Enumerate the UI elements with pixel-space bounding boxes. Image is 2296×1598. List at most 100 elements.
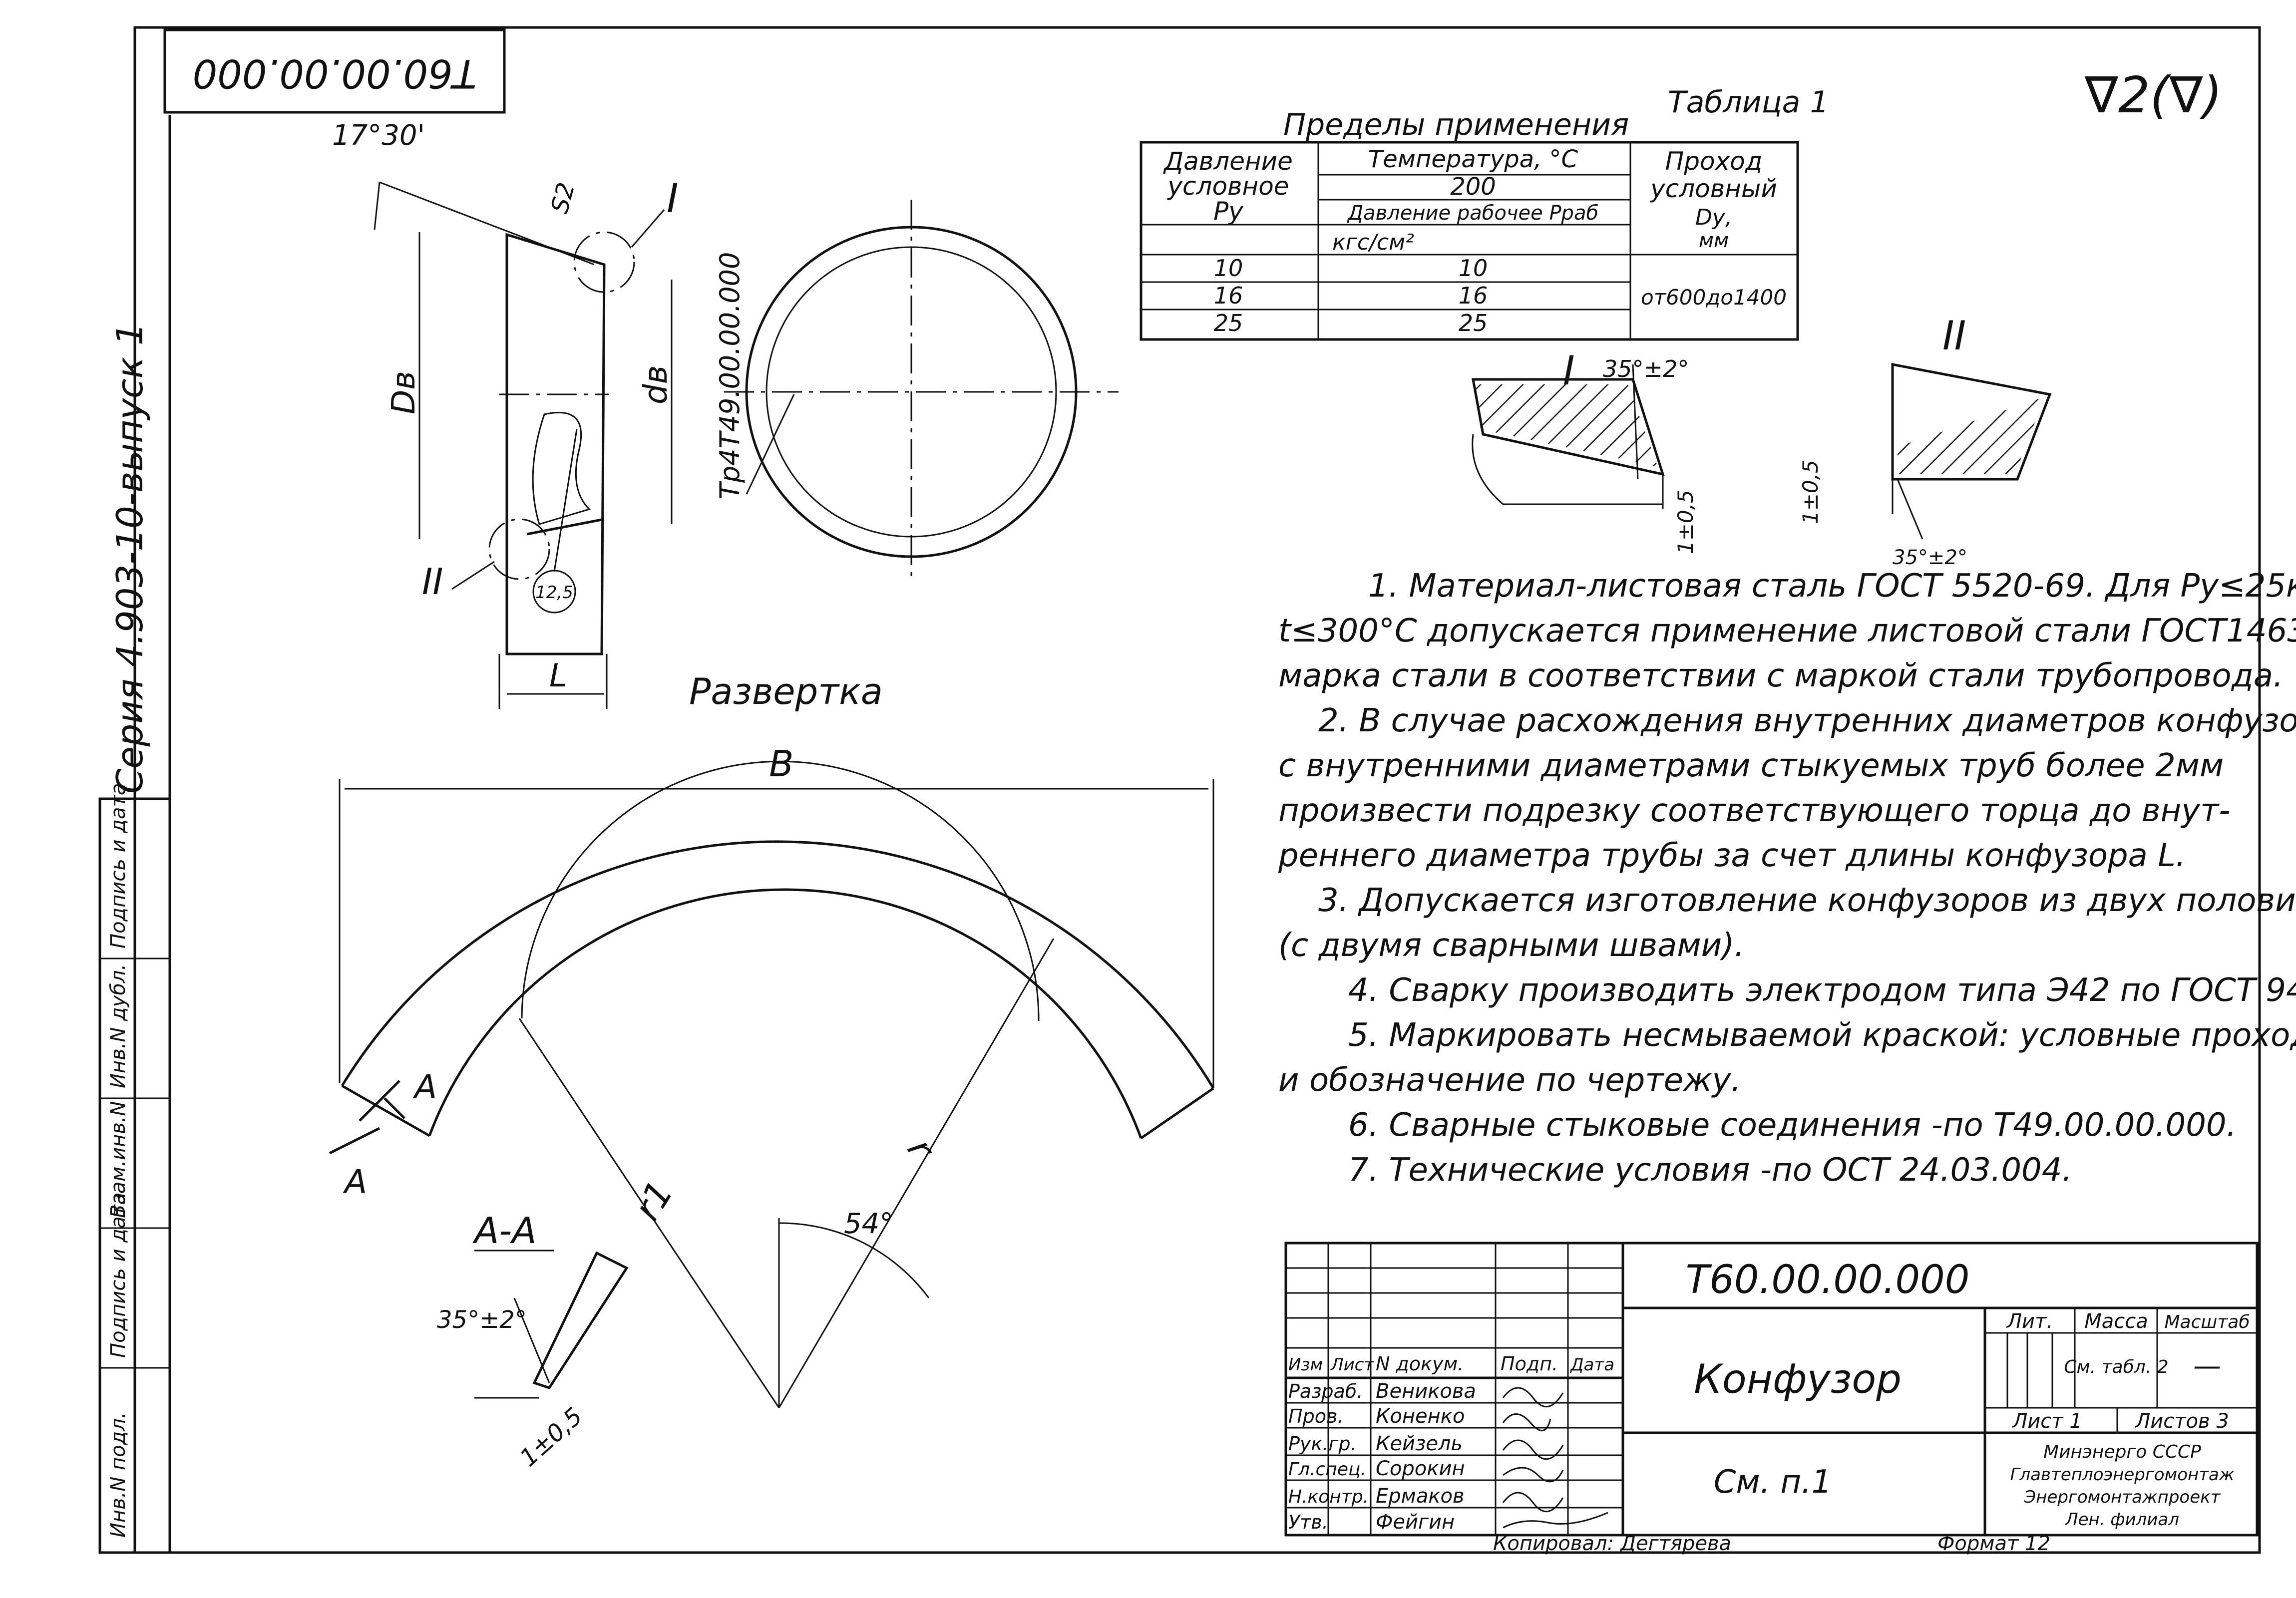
angle-54: 54° — [844, 1208, 893, 1240]
person-sorokin: Сорокин — [1376, 1457, 1465, 1480]
tb-lit: Лит. — [2006, 1310, 2053, 1333]
callout-II: II — [422, 561, 443, 603]
col-podp: Подп. — [1501, 1353, 1558, 1375]
col1-line1: Давление — [1163, 147, 1293, 176]
section-angle: 35°±2° — [437, 1306, 527, 1334]
strip-podpis-1: Подпись и дата — [107, 1193, 130, 1358]
tb-name: Конфузор — [1694, 1356, 1902, 1402]
col2-top: Температура, °С — [1368, 145, 1578, 173]
note-line-9: (с двумя сварными швами). — [1278, 927, 1745, 964]
end-view: Тр4Т49.00.00.000 — [714, 200, 1119, 579]
note-line-14: 7. Технические условия -по ОСТ 24.03.004… — [1348, 1152, 2072, 1189]
tb-sheets: Листов 3 — [2134, 1410, 2229, 1433]
person-konenko: Коненко — [1376, 1405, 1465, 1428]
role-glspec: Гл.спец. — [1288, 1459, 1366, 1480]
row3-prab: 25 — [1459, 310, 1488, 336]
dim-dv: dв — [638, 365, 675, 404]
series-label: Серия 4.903-10-выпуск 1 — [109, 322, 151, 794]
tb-format: Формат 12 — [1937, 1532, 2050, 1555]
role-nkontr: Н.контр. — [1288, 1487, 1369, 1507]
detail-I-dim: 1±0,5 — [1673, 490, 1698, 554]
col-list: Лист — [1330, 1355, 1374, 1375]
title-block: Т60.00.00.000 Конфузор См. п.1 Лит. Масс… — [1284, 1242, 2259, 1555]
role-razrab: Разраб. — [1288, 1380, 1363, 1402]
col2-units: кгс/см² — [1332, 230, 1414, 255]
note-line-4: 2. В случае расхождения внутренних диаме… — [1318, 702, 2296, 739]
col2-sub: Давление рабочее Рраб — [1347, 202, 1598, 225]
tb-scale: Масштаб — [2164, 1312, 2250, 1332]
role-utv: Утв. — [1288, 1511, 1328, 1533]
dim-r: r — [899, 1132, 944, 1167]
row1-pu: 10 — [1214, 255, 1243, 282]
col-data: Дата — [1569, 1355, 1614, 1375]
sheet-frame — [133, 26, 2261, 1554]
tb-org-3: Энергомонтажпроект — [2024, 1487, 2221, 1507]
detail-I-label: I — [1563, 347, 1575, 394]
section-title: А-А — [472, 1210, 537, 1252]
razvertka-title: Развертка — [689, 670, 883, 712]
note-line-11: 5. Маркировать несмываемой краской: усло… — [1348, 1017, 2296, 1054]
role-rukgr: Рук.гр. — [1288, 1433, 1357, 1455]
row2-prab: 16 — [1459, 282, 1488, 309]
application-limits-table: Таблица 1 Пределы применения Давление ус… — [1140, 85, 1829, 341]
detail-II-label: II — [1942, 313, 1966, 359]
note-line-7: реннего диаметра трубы за счет длины кон… — [1278, 837, 2186, 874]
row3-pu: 25 — [1214, 310, 1243, 336]
detail-I: I 35°±2° 1±0,5 — [1472, 347, 1698, 554]
notes-block: 1. Материал-листовая сталь ГОСТ 5520-69.… — [1278, 568, 2296, 1189]
dim-L: L — [549, 657, 567, 694]
person-ermakov: Ермаков — [1376, 1485, 1465, 1508]
table-caption: Таблица 1 — [1668, 85, 1829, 120]
signature-6 — [1503, 1512, 1608, 1529]
tb-org-1: Минэнерго СССР — [2043, 1442, 2201, 1462]
tb-org-2: Главтеплоэнергомонтаж — [2010, 1465, 2234, 1485]
person-feygin: Фейгин — [1376, 1511, 1455, 1534]
signature-4 — [1503, 1467, 1564, 1483]
col3-line1: Проход — [1665, 147, 1763, 176]
tb-org-4: Лен. филиал — [2064, 1510, 2179, 1530]
section-mark-A-1: A — [412, 1068, 437, 1106]
note-line-12: и обозначение по чертежу. — [1278, 1062, 1741, 1099]
signature-3 — [1502, 1439, 1564, 1460]
detail-II-angle: 35°±2° — [1893, 546, 1967, 569]
strip-inv-dubl: Инв.N дубл. — [107, 964, 130, 1088]
signature-5 — [1502, 1492, 1564, 1513]
left-strip: Инв.N подл. Подпись и дата Взам.инв.N Ин… — [98, 783, 171, 1554]
note-line-13: 6. Сварные стыковые соединения -по Т49.0… — [1348, 1107, 2237, 1144]
role-prov: Пров. — [1288, 1405, 1343, 1427]
angle-17-30: 17°30' — [332, 119, 425, 152]
note-line-8: 3. Допускается изготовление конфузоров и… — [1318, 882, 2296, 919]
col3-line4: мм — [1699, 229, 1729, 252]
development-view: Развертка B r1 r 54° A A — [329, 670, 1215, 1408]
dim-B: B — [769, 743, 793, 785]
dim-db: Dв — [385, 371, 422, 414]
note-line-6: произвести подрезку соответствующего тор… — [1278, 792, 2231, 829]
ref-doc-label: Тр4Т49.00.00.000 — [714, 252, 746, 499]
col1-line2: условное — [1166, 172, 1289, 201]
tb-scale-val: — — [2193, 1350, 2221, 1382]
tb-copied: Копировал: Дегтярева — [1493, 1532, 1731, 1555]
strip-inv-podl: Инв.N подл. — [107, 1412, 130, 1538]
callout-I: I — [667, 175, 679, 222]
strip-vzam: Взам.инв.N — [107, 1101, 130, 1218]
person-keyzel: Кейзель — [1376, 1432, 1463, 1455]
col1-line3: Ру — [1213, 197, 1244, 226]
section-A-A: А-А 35°±2° 1±0,5 — [437, 1210, 629, 1472]
note-line-1: 1. Материал-листовая сталь ГОСТ 5520-69.… — [1368, 568, 2296, 605]
tb-ref: См. п.1 — [1714, 1464, 1832, 1501]
person-venikova: Веникова — [1376, 1380, 1476, 1403]
tb-sheet: Лист 1 — [2011, 1410, 2082, 1433]
tb-mass-val: См. табл. 2 — [2064, 1357, 2168, 1377]
col3-line2: условный — [1649, 174, 1777, 203]
roughness-12-5: 12,5 — [535, 583, 573, 603]
side-view: 17°30' S2 Dв dв L 12,5 I II — [332, 119, 679, 709]
signature-2 — [1502, 1413, 1551, 1432]
detail-II-dim: 1±0,5 — [1798, 460, 1823, 524]
surface-finish-mark: ∇2(∇) — [2084, 66, 2222, 124]
row2-pu: 16 — [1214, 282, 1243, 309]
strip-podpis-2: Подпись и дата — [107, 783, 130, 949]
note-line-3: марка стали в соответствии с маркой стал… — [1278, 657, 2283, 694]
detail-I-angle: 35°±2° — [1603, 355, 1689, 382]
tb-code: Т60.00.00.000 — [1686, 1258, 1970, 1302]
